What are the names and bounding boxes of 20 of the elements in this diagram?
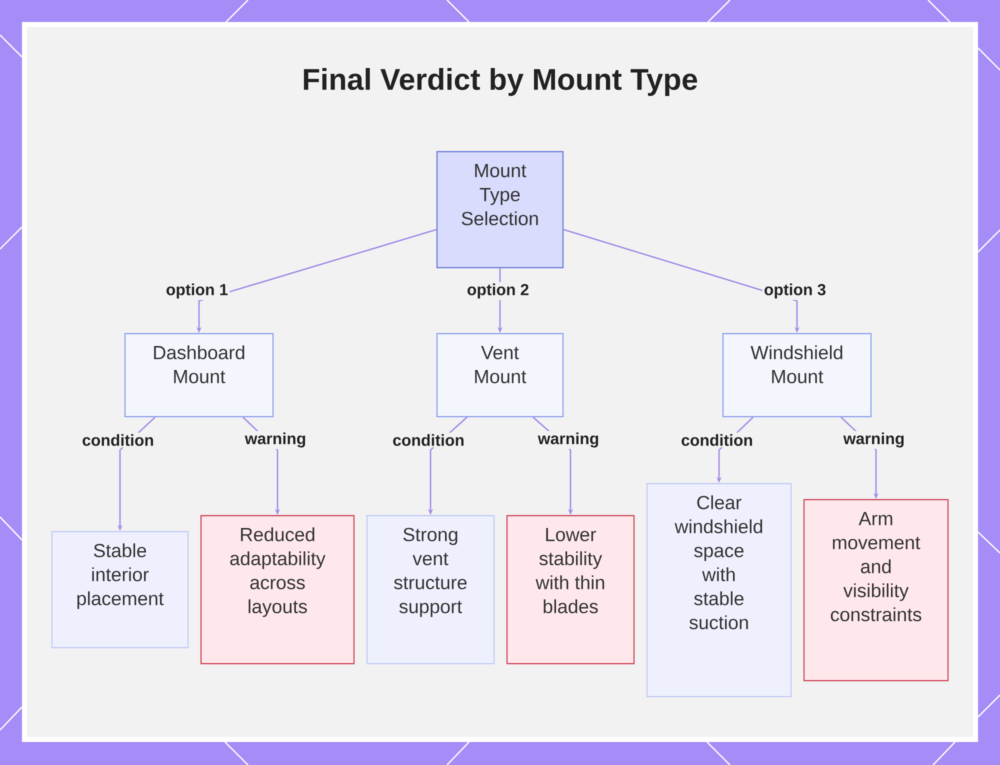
edge-label: warning (536, 431, 601, 449)
option-box: Dashboard Mount (124, 333, 274, 418)
condition-box: Strong vent structure support (366, 515, 495, 664)
warning-box: Reduced adaptability across layouts (200, 515, 355, 664)
edge-label: warning (842, 431, 906, 449)
edge-label: option 2 (465, 282, 531, 300)
condition-box: Stable interior placement (51, 531, 189, 648)
edge-label: condition (391, 432, 466, 448)
edge-label: warning (243, 431, 308, 449)
root-box: Mount Type Selection (436, 151, 564, 268)
option-box: Vent Mount (436, 333, 564, 418)
warning-box: Lower stability with thin blades (506, 515, 635, 664)
edge-label: option 3 (762, 282, 828, 300)
title: Final Verdict by Mount Type (304, 68, 698, 96)
edge-label: option 1 (164, 282, 230, 300)
edge-label: condition (680, 432, 754, 448)
condition-box: Clear windshield space with stable suction (646, 483, 792, 698)
option-box: Windshield Mount (722, 333, 872, 418)
edge-label: condition (80, 432, 156, 448)
warning-box: Arm movement and visibility constraints (803, 499, 949, 682)
